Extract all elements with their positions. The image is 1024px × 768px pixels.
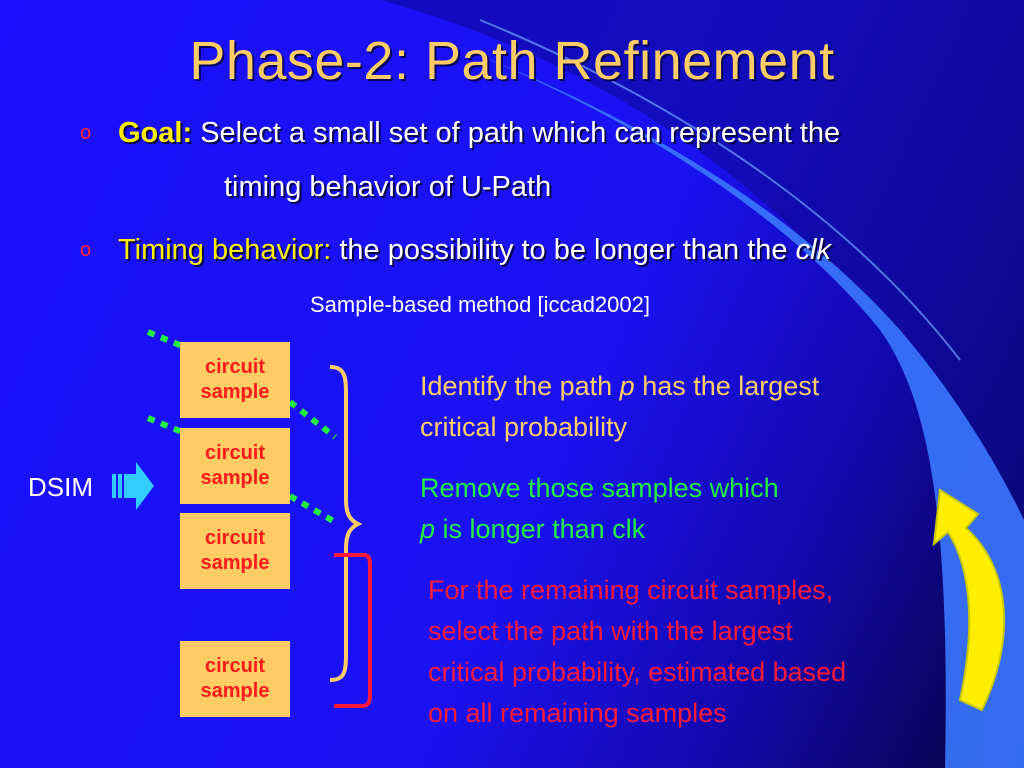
circuit-sample-box: circuit sample: [180, 428, 290, 504]
circuit-sample-box: circuit sample: [180, 342, 290, 418]
timing-label: Timing behavior:: [118, 234, 332, 266]
dotted-connector: [288, 399, 337, 440]
sample-line2: sample: [200, 552, 270, 574]
dotted-connector: [146, 415, 184, 435]
brace-yellow: [329, 365, 363, 682]
step2-p: p: [420, 514, 436, 544]
goal-text-line2: timing behavior of U-Path: [224, 171, 552, 203]
step3-text: For the remaining circuit samples, selec…: [428, 570, 846, 734]
dotted-connector: [146, 329, 184, 349]
sample-line1: circuit: [204, 655, 266, 677]
bullet-marker: o: [80, 122, 92, 144]
step1-p: p: [619, 371, 635, 401]
sample-line1: circuit: [204, 442, 266, 464]
step3-line: on all remaining samples: [428, 698, 727, 728]
timing-bullet: Timing behavior: the possibility to be l…: [118, 233, 831, 267]
step3-line: select the path with the largest: [428, 616, 793, 646]
sample-line1: circuit: [204, 527, 266, 549]
goal-text-line1: Select a small set of path which can rep…: [200, 117, 841, 149]
step3-line: For the remaining circuit samples,: [428, 575, 834, 605]
loop-arrow-icon: [932, 488, 1005, 712]
circuit-sample-box: circuit sample: [180, 641, 290, 717]
step2-line1: Remove those samples which: [420, 473, 779, 503]
sample-line2: sample: [200, 381, 270, 403]
timing-clk: clk: [795, 234, 832, 266]
step3-line: critical probability, estimated based: [428, 657, 847, 687]
goal-bullet: Goal: Select a small set of path which c…: [118, 116, 840, 150]
dsim-label: DSIM: [28, 472, 93, 502]
bullet-marker: o: [80, 239, 92, 261]
circuit-sample-box: circuit sample: [180, 513, 290, 589]
slide-title: Phase-2: Path Refinement: [189, 31, 835, 91]
step1-text: Identify the path p has the largest crit…: [420, 366, 819, 448]
step1-line2: critical probability: [420, 412, 628, 442]
goal-label: Goal:: [118, 117, 193, 149]
brace-red: [334, 553, 372, 708]
sample-line2: sample: [200, 467, 270, 489]
sample-line2: sample: [200, 680, 270, 702]
timing-text: the possibility to be longer than the: [339, 234, 788, 266]
dotted-connector: [288, 493, 337, 525]
step1-pre: Identify the path: [420, 371, 613, 401]
step1-post: has the largest: [642, 371, 820, 401]
dsim-arrow-icon: [112, 462, 154, 510]
step2-line2: is longer than clk: [442, 514, 646, 544]
method-note: Sample-based method [iccad2002]: [310, 292, 650, 317]
sample-line1: circuit: [204, 356, 266, 378]
step2-text: Remove those samples which p is longer t…: [420, 468, 779, 550]
